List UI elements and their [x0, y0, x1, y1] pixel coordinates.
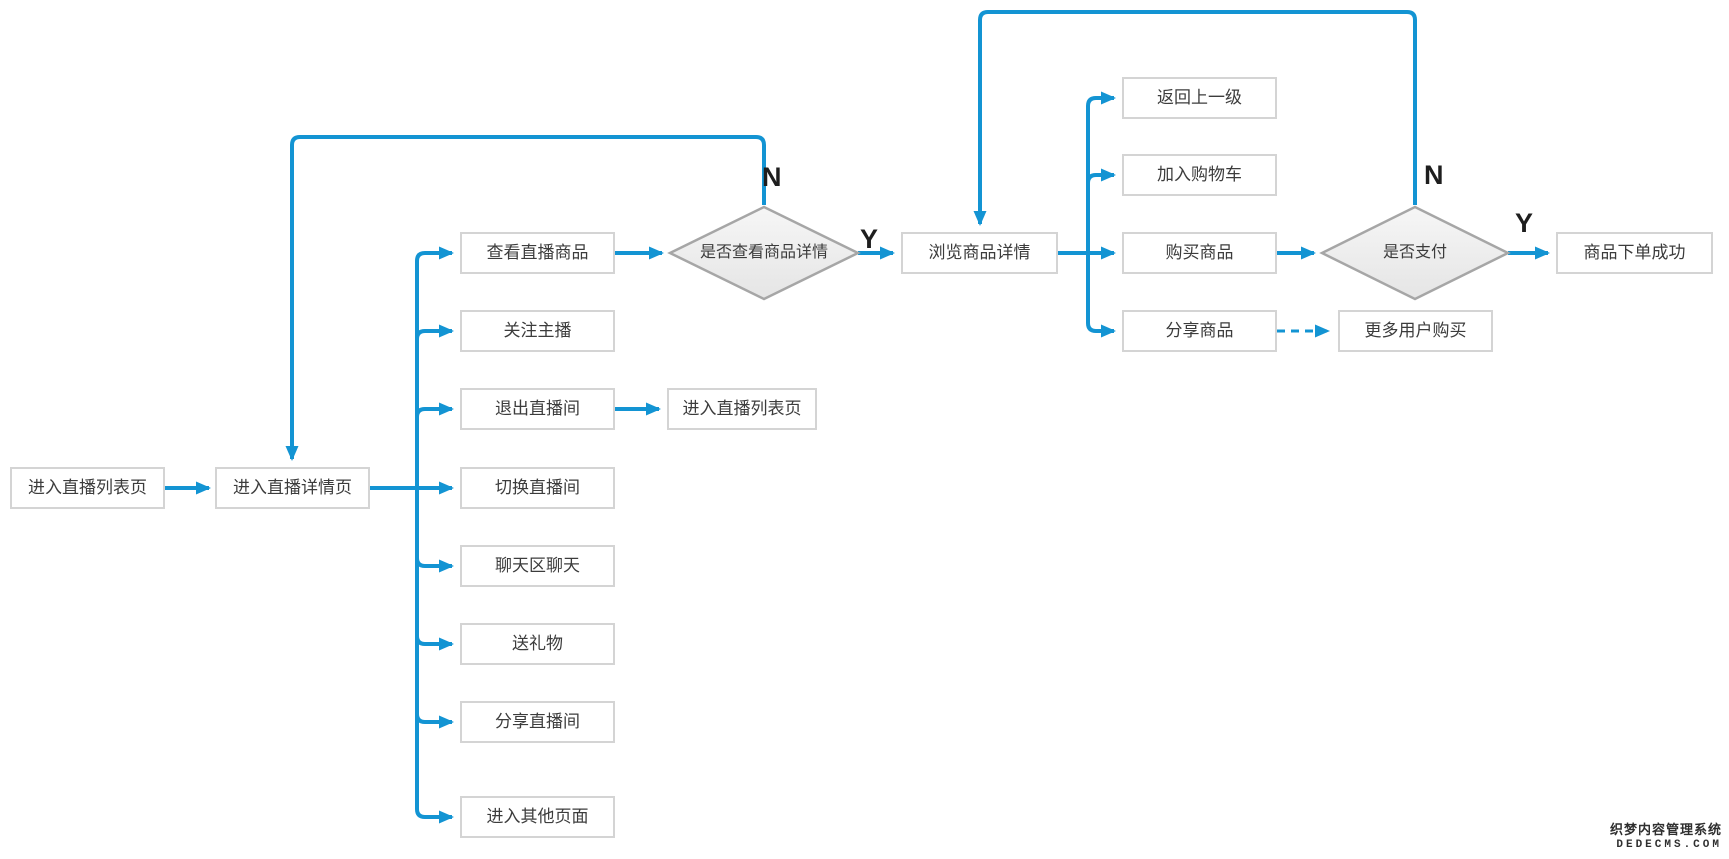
decision-label-view-product-detail: 是否查看商品详情	[699, 244, 828, 261]
branch-share-product	[1086, 253, 1116, 338]
branch-label-y2: Y	[1515, 208, 1534, 238]
branch-label-n1: N	[762, 162, 782, 192]
node-enter-live-list-page-2: 进入直播列表页	[667, 388, 817, 430]
node-switch-live-room: 切换直播间	[460, 467, 615, 509]
node-buy-product: 购买商品	[1122, 232, 1277, 274]
node-share-product: 分享商品	[1122, 310, 1277, 352]
decision-diamond-is-pay	[1319, 205, 1511, 301]
decision-label-is-pay: 是否支付	[1382, 244, 1447, 261]
node-follow-anchor: 关注主播	[460, 310, 615, 352]
branch-follow-anchor	[415, 324, 454, 488]
node-add-to-cart: 加入购物车	[1122, 154, 1277, 196]
node-view-live-products: 查看直播商品	[460, 232, 615, 274]
watermark-cms-name: 织梦内容管理系统	[1609, 822, 1722, 837]
arrow-n-loop-right	[973, 10, 1417, 226]
branch-chat-area	[415, 488, 454, 573]
node-enter-live-list-page: 进入直播列表页	[10, 467, 165, 509]
node-enter-other-page: 进入其他页面	[460, 796, 615, 838]
branch-back-to-previous	[1086, 91, 1116, 253]
node-browse-product-detail: 浏览商品详情	[901, 232, 1058, 274]
decision-diamond-view-product-detail	[667, 205, 861, 301]
branch-add-to-cart	[1086, 168, 1116, 253]
node-more-users-buy: 更多用户购买	[1338, 310, 1493, 352]
branch-enter-other-page	[415, 488, 454, 824]
node-back-to-previous-level: 返回上一级	[1122, 77, 1277, 119]
node-share-live-room: 分享直播间	[460, 701, 615, 743]
branch-view-live-products	[415, 246, 454, 488]
watermark-cms-domain: DEDECMS.COM	[1616, 839, 1722, 851]
node-chat-in-chat-area: 聊天区聊天	[460, 545, 615, 587]
branch-label-y1: Y	[860, 224, 879, 254]
node-enter-live-detail-page: 进入直播详情页	[215, 467, 370, 509]
branch-share-live-room	[415, 488, 454, 729]
branch-exit-live-room	[415, 402, 454, 488]
node-order-success: 商品下单成功	[1556, 232, 1713, 274]
arrow-n-loop-left	[285, 135, 766, 461]
node-exit-live-room: 退出直播间	[460, 388, 615, 430]
watermark: 织梦内容管理系统 DEDECMS.COM	[1610, 819, 1722, 851]
node-send-gift: 送礼物	[460, 623, 615, 665]
branch-label-n2: N	[1424, 160, 1444, 190]
